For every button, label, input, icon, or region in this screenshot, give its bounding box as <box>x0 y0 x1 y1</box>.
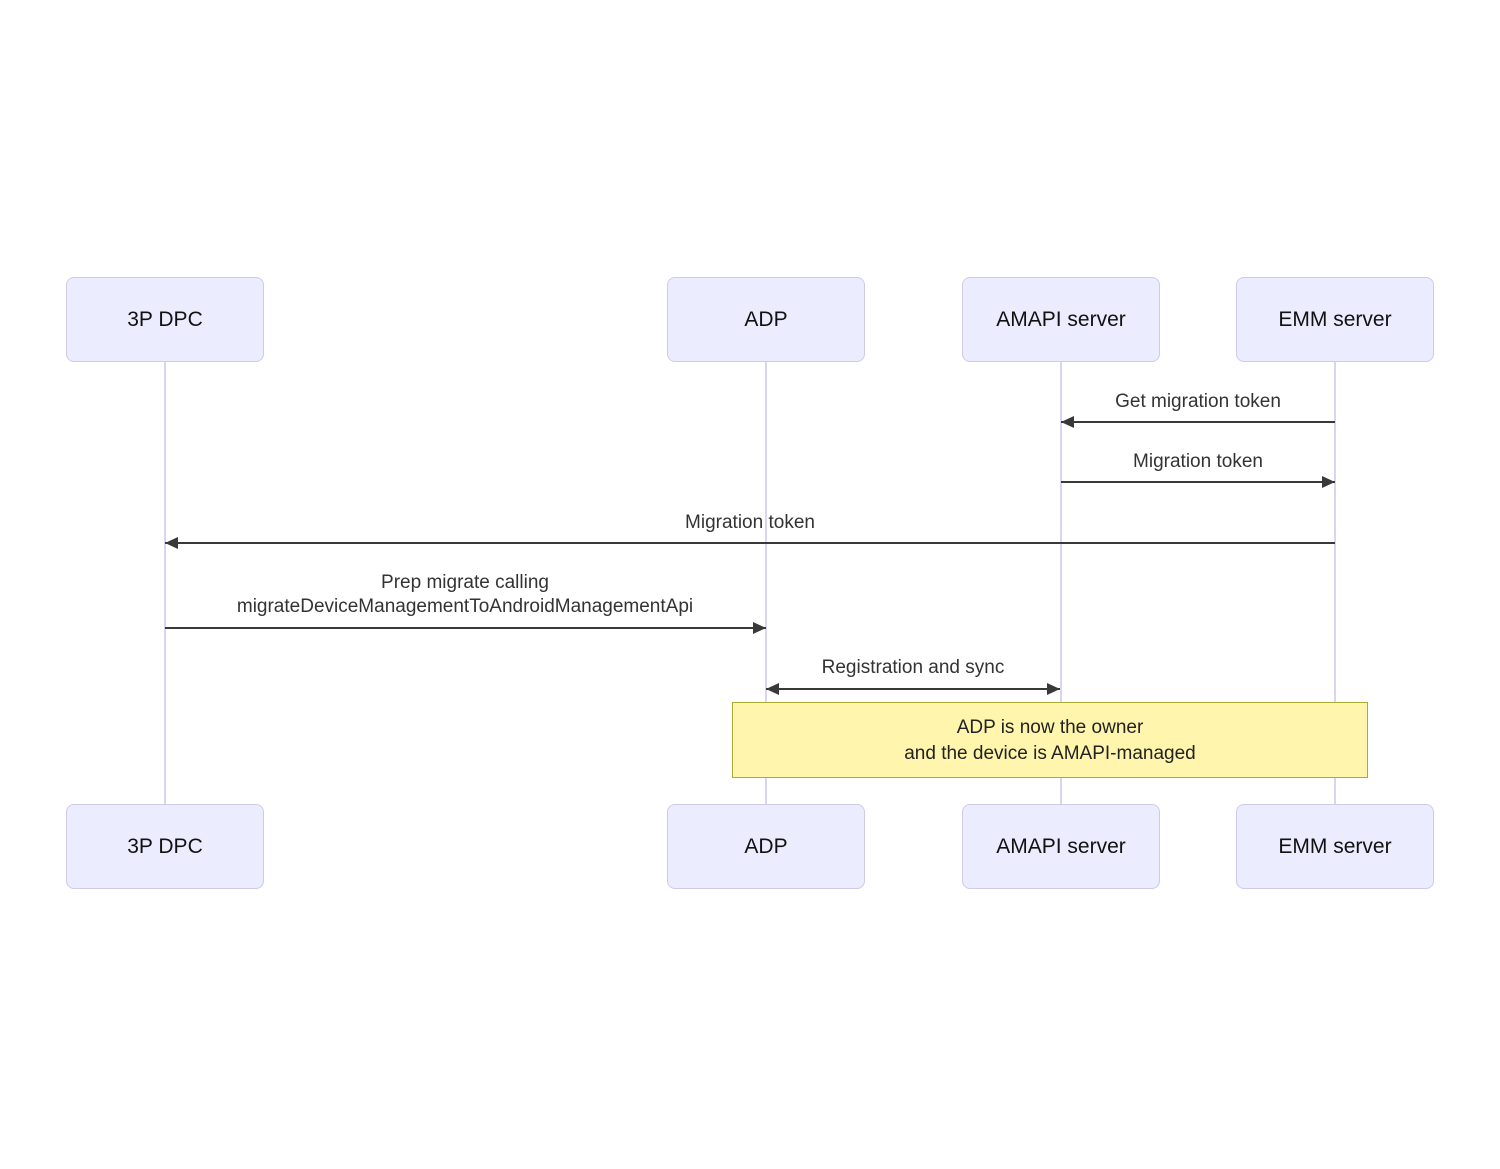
actor-label: EMM server <box>1278 834 1392 858</box>
actor-top-amapi-server: AMAPI server <box>962 277 1160 362</box>
actor-bottom-amapi-server: AMAPI server <box>962 804 1160 889</box>
actor-top-3p-dpc: 3P DPC <box>66 277 264 362</box>
actor-bottom-adp: ADP <box>667 804 865 889</box>
lifeline-emm-server <box>1334 362 1336 805</box>
note-line1: ADP is now the owner <box>956 717 1144 738</box>
message-arrow-migration-token-to-dpc <box>165 537 1335 549</box>
message-arrow-migration-token-to-emm <box>1061 476 1335 488</box>
actor-label: ADP <box>744 307 788 331</box>
actor-label: AMAPI server <box>996 307 1126 331</box>
message-label-registration-and-sync: Registration and sync <box>821 657 1005 678</box>
message-label-migration-token-to-dpc: Migration token <box>685 512 815 533</box>
actor-label: ADP <box>744 834 788 858</box>
lifeline-3p-dpc <box>164 362 166 805</box>
message-label-migration-token-to-emm: Migration token <box>1133 451 1263 472</box>
actor-bottom-emm-server: EMM server <box>1236 804 1434 889</box>
actor-bottom-3p-dpc: 3P DPC <box>66 804 264 889</box>
lifeline-adp <box>765 362 767 805</box>
message-label-prep-migrate: Prep migrate calling migrateDeviceManage… <box>237 571 693 619</box>
note-adp-owner: ADP is now the owner and the device is A… <box>732 702 1368 778</box>
message-arrow-prep-migrate <box>165 622 766 634</box>
actor-label: 3P DPC <box>127 307 203 331</box>
actor-label: 3P DPC <box>127 834 203 858</box>
note-line2: and the device is AMAPI-managed <box>904 743 1196 764</box>
actor-top-adp: ADP <box>667 277 865 362</box>
message-label-get-migration-token: Get migration token <box>1115 391 1281 412</box>
lifeline-amapi-server <box>1060 362 1062 805</box>
message-label-line2: migrateDeviceManagementToAndroidManageme… <box>236 596 694 617</box>
message-arrow-registration-and-sync <box>766 683 1060 695</box>
message-label-line1: Prep migrate calling <box>381 572 549 593</box>
actor-label: AMAPI server <box>996 834 1126 858</box>
actor-top-emm-server: EMM server <box>1236 277 1434 362</box>
message-arrow-get-migration-token <box>1061 416 1335 428</box>
actor-label: EMM server <box>1278 307 1392 331</box>
